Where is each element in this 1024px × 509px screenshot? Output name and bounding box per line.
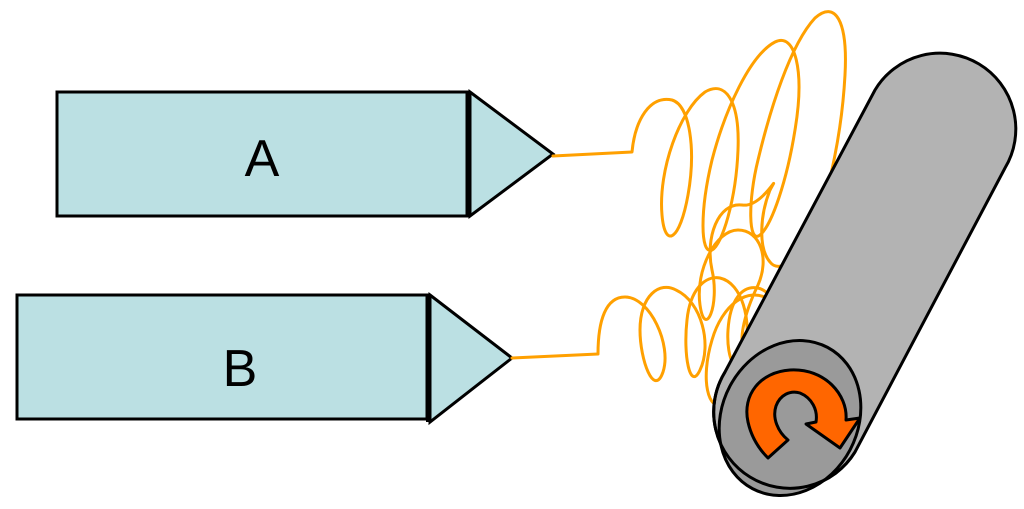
nozzle-a-label: A (245, 130, 280, 188)
nozzle-b-body (15, 293, 429, 421)
nozzle-b: B (15, 291, 515, 426)
rotating-collector (712, 51, 1018, 498)
fiber-b (510, 276, 781, 382)
nozzle-a-tip (468, 89, 556, 219)
nozzle-b-label: B (223, 340, 258, 398)
collector-end-rim (712, 371, 857, 490)
clockwise-rotation-arrow-icon (745, 368, 862, 460)
fiber-a (551, 10, 847, 268)
nozzle-b-tip (428, 291, 515, 426)
nozzle-a-body (55, 90, 469, 218)
fiber-a-tangle (697, 181, 776, 408)
nozzle-a: A (55, 89, 556, 219)
